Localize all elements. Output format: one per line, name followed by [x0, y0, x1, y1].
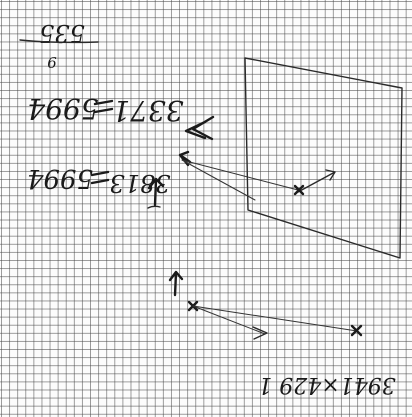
line1-equals: [93, 99, 114, 114]
line1-arrow: [184, 115, 215, 141]
line1-left-value: 5994: [27, 92, 98, 125]
ray-upper: [181, 159, 299, 191]
ray-arrow-in-plane: [297, 169, 336, 193]
line2-left-value: 5994: [27, 163, 93, 193]
line1-right-value: 3371: [112, 94, 183, 127]
plane-point-marker: [293, 184, 305, 196]
ray-lower: [181, 159, 256, 201]
lower-ray-2: [192, 305, 266, 335]
lower-end-marker: [350, 324, 363, 337]
projection-plane: [244, 57, 403, 259]
bottom-label: 3941×429 1: [258, 372, 395, 397]
top-label-underline: [19, 39, 99, 44]
line2-equals: [90, 170, 110, 185]
lower-up-arrow: [168, 270, 184, 297]
lower-ray-arrow: [252, 326, 268, 340]
up-arrow: [147, 177, 165, 207]
small-digit: 6: [47, 54, 57, 72]
up-arrow-tail: [147, 205, 161, 209]
lower-ray: [192, 305, 358, 332]
